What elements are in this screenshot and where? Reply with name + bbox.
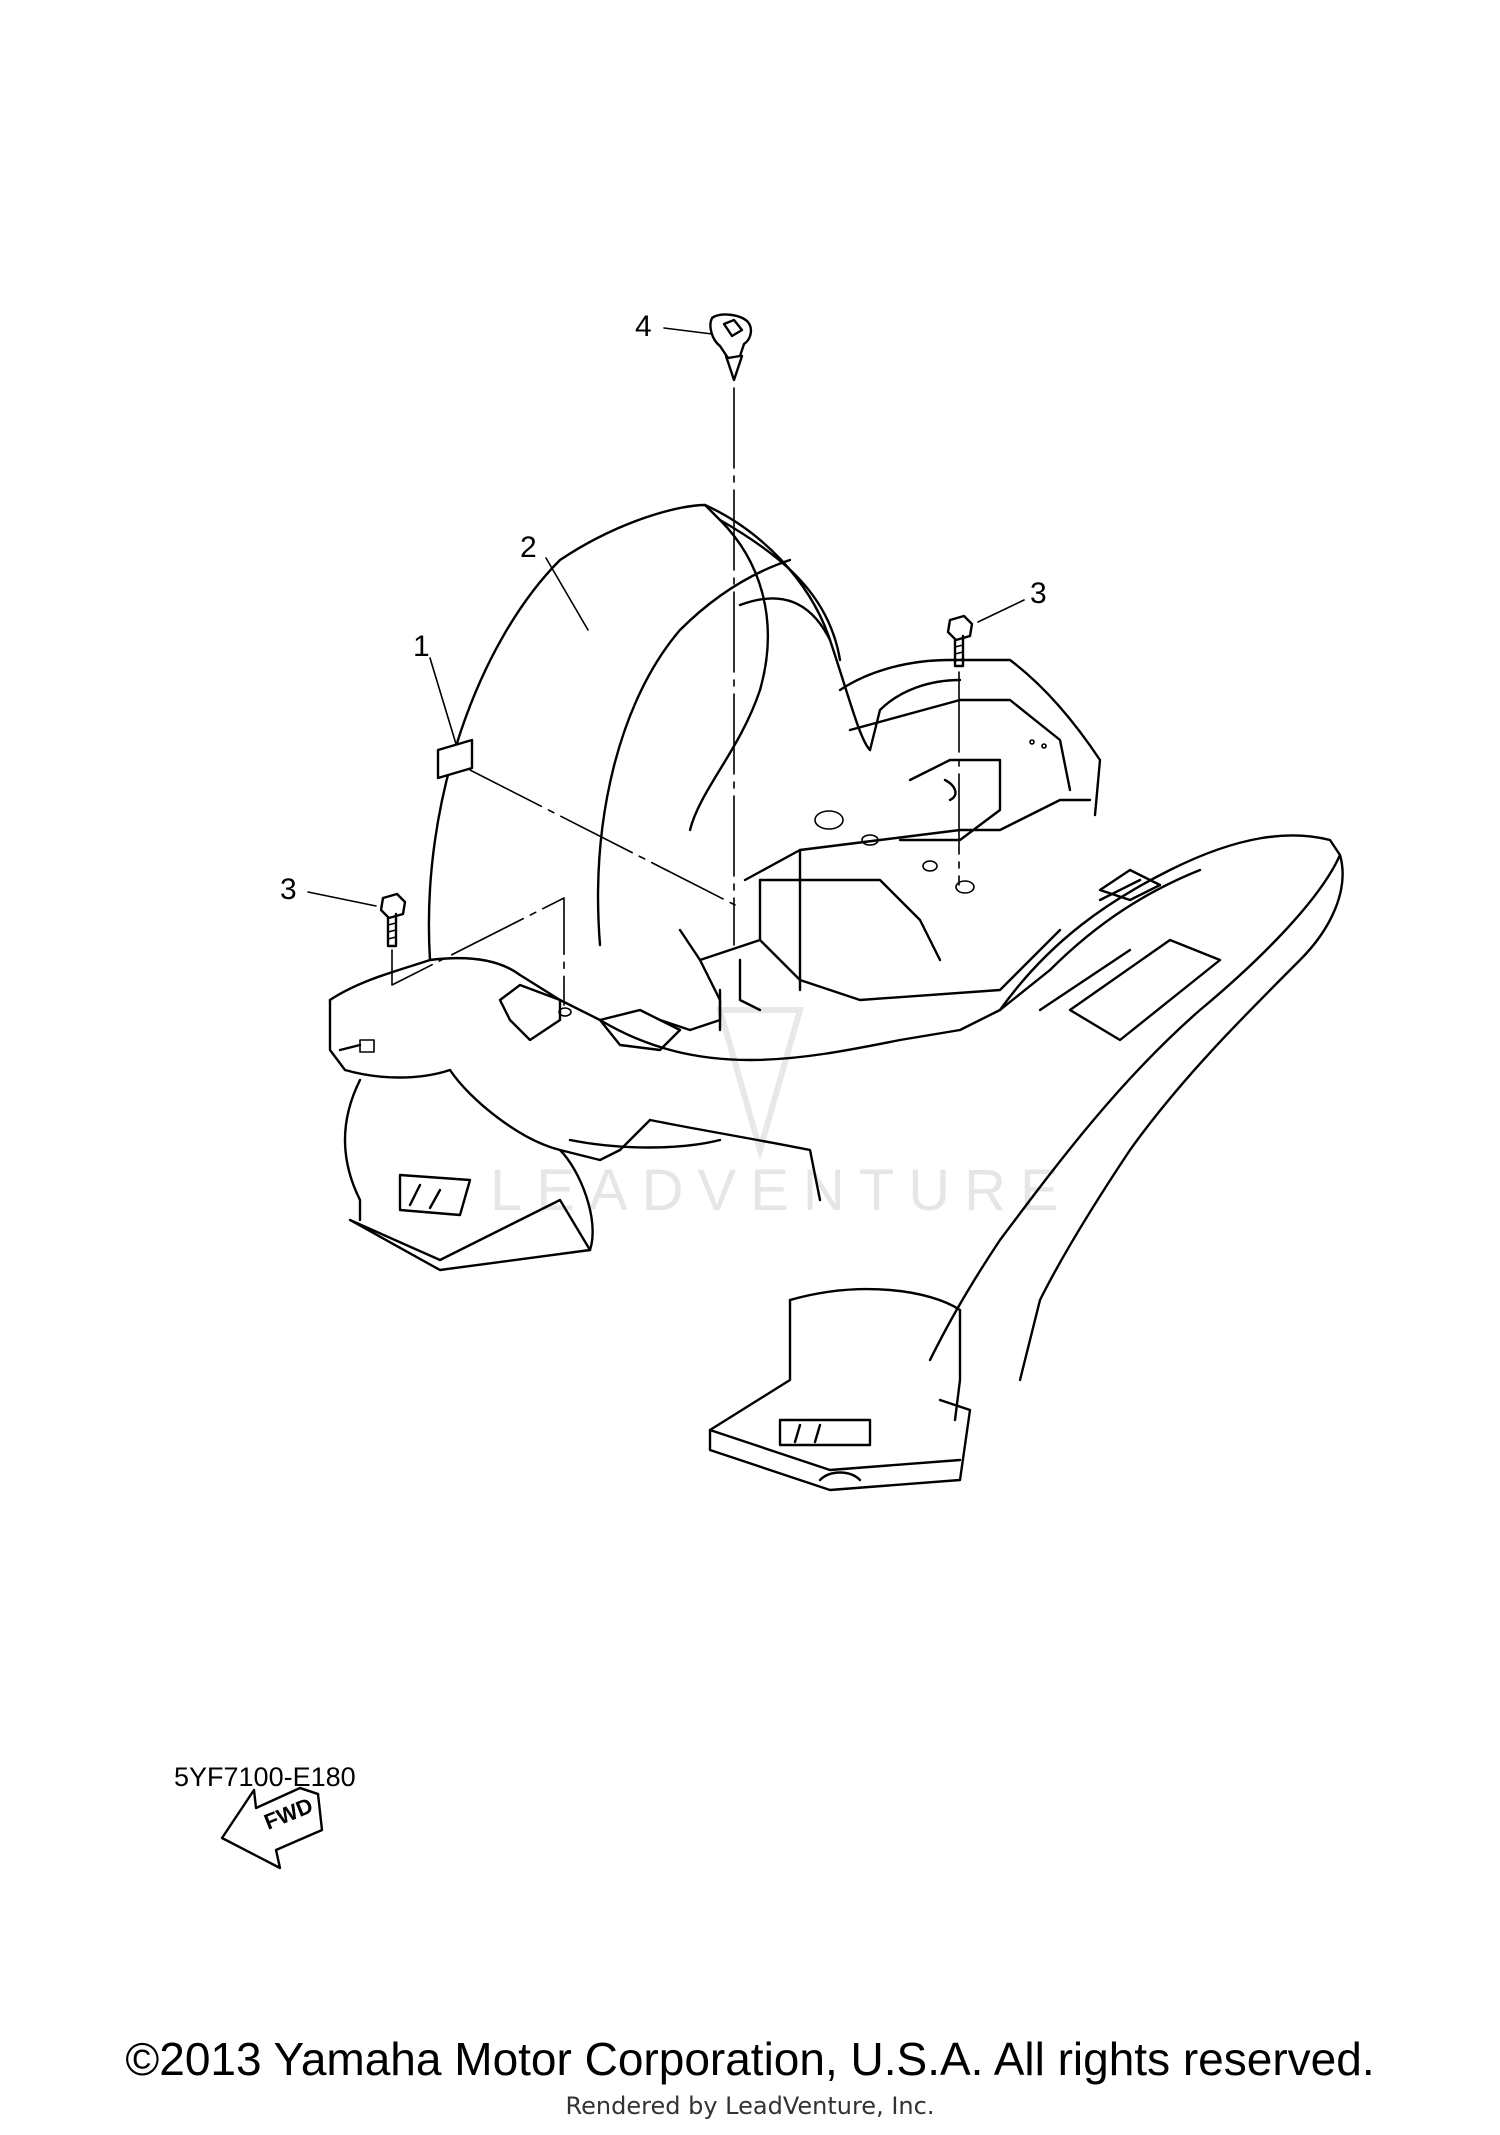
bolt-left xyxy=(379,892,407,948)
callout-4: 4 xyxy=(635,310,652,343)
leader-lines xyxy=(307,327,1025,1006)
callout-3-right: 3 xyxy=(1030,577,1047,610)
clip-part xyxy=(709,313,753,382)
watermark-text: LEADVENTURE xyxy=(490,1158,1073,1223)
watermark-logo xyxy=(716,1007,804,1161)
rear-fender-drawing xyxy=(328,503,1344,1492)
callout-3-left: 3 xyxy=(280,873,297,906)
label-part xyxy=(436,738,474,780)
rendered-by-notice: Rendered by LeadVenture, Inc. xyxy=(565,2092,935,2120)
callout-2: 2 xyxy=(520,531,537,564)
bolt-right xyxy=(946,614,974,668)
diagram-code: 5YF7100-E180 xyxy=(174,1762,356,1792)
callout-1: 1 xyxy=(413,630,430,663)
copyright-notice: ©2013 Yamaha Motor Corporation, U.S.A. A… xyxy=(125,2033,1375,2085)
fwd-arrow-icon: FWD xyxy=(220,1786,324,1870)
